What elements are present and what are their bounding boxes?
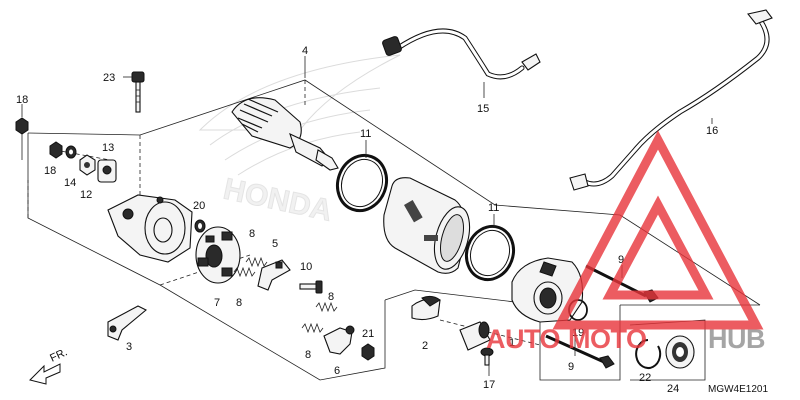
callout-3: 3 [126,341,132,353]
callout-8-a: 8 [249,228,255,240]
screw-17 [480,347,494,366]
callout-19: 19 [572,327,584,339]
callout-5: 5 [272,238,278,250]
callout-8-c: 8 [328,291,334,303]
callout-6: 6 [334,365,340,377]
callout-numbers: 1 2 3 4 5 6 7 8 8 8 8 9 9 10 11 11 12 13… [16,45,718,395]
callout-15: 15 [477,103,489,115]
end-cover [107,194,193,263]
callout-21: 21 [362,328,374,340]
callout-8-d: 8 [305,349,311,361]
callout-1: 1 [509,337,515,349]
callout-23: 23 [103,72,115,84]
nut-12 [79,154,96,176]
nut-21 [361,343,375,361]
oring-20 [194,219,206,233]
plate-1 [459,321,491,351]
circlip-22 [635,339,662,369]
armature-4 [231,97,339,171]
cable-16 [569,9,773,191]
oring-11-right [464,224,516,282]
spring-8-b [233,266,256,278]
callout-17: 17 [483,379,495,391]
svg-text:HONDA: HONDA [221,173,335,228]
callout-13: 13 [102,142,114,154]
bolt-23 [123,71,145,113]
callout-8-b: 8 [236,297,242,309]
bearing-24 [665,335,695,369]
motor-case [383,177,471,274]
callout-24: 24 [667,383,679,395]
callout-7: 7 [214,297,220,309]
callout-12: 12 [80,189,92,201]
direction-label: FR. [48,346,69,364]
nut-18-lower [49,141,63,159]
spring-8-d [301,322,324,334]
diagram-code: MGW4E1201 [708,384,768,395]
callout-14: 14 [64,177,76,189]
callout-4: 4 [302,45,308,57]
oring-11-left [335,153,389,213]
callout-11-a: 11 [360,128,371,140]
watermark-word-auto: AUTO [486,324,560,354]
arrow-icon [29,363,61,385]
callout-16: 16 [706,125,718,137]
insulator-13 [97,159,117,183]
callout-2: 2 [422,340,428,352]
bolt-10 [299,280,323,294]
spring-8-c [315,301,338,313]
spring-8-a [245,256,268,268]
washer-14 [65,145,77,159]
insulator-2 [411,295,441,321]
callout-22: 22 [639,372,651,384]
terminal-6 [323,325,355,355]
watermark-logo: AUTO MOTO HUB [486,130,766,354]
callout-18-b: 18 [44,165,56,177]
callout-11-b: 11 [488,202,499,214]
callout-9-a: 9 [618,254,624,266]
watermark-triangle [552,130,764,330]
callout-10: 10 [300,261,312,273]
brush-holder-7 [195,226,241,284]
callout-9-b: 9 [568,361,574,373]
watermark-word-hub: HUB [708,324,765,354]
callout-20: 20 [193,200,205,212]
front-direction-indicator: FR. [29,346,69,385]
front-cover [511,257,584,323]
brush-plate-5 [257,259,291,291]
lever-3 [107,305,147,341]
nut-18-top [15,104,29,135]
cable-15 [382,28,541,80]
watermark-word-moto: MOTO [568,324,647,354]
callout-18-a: 18 [16,94,28,106]
